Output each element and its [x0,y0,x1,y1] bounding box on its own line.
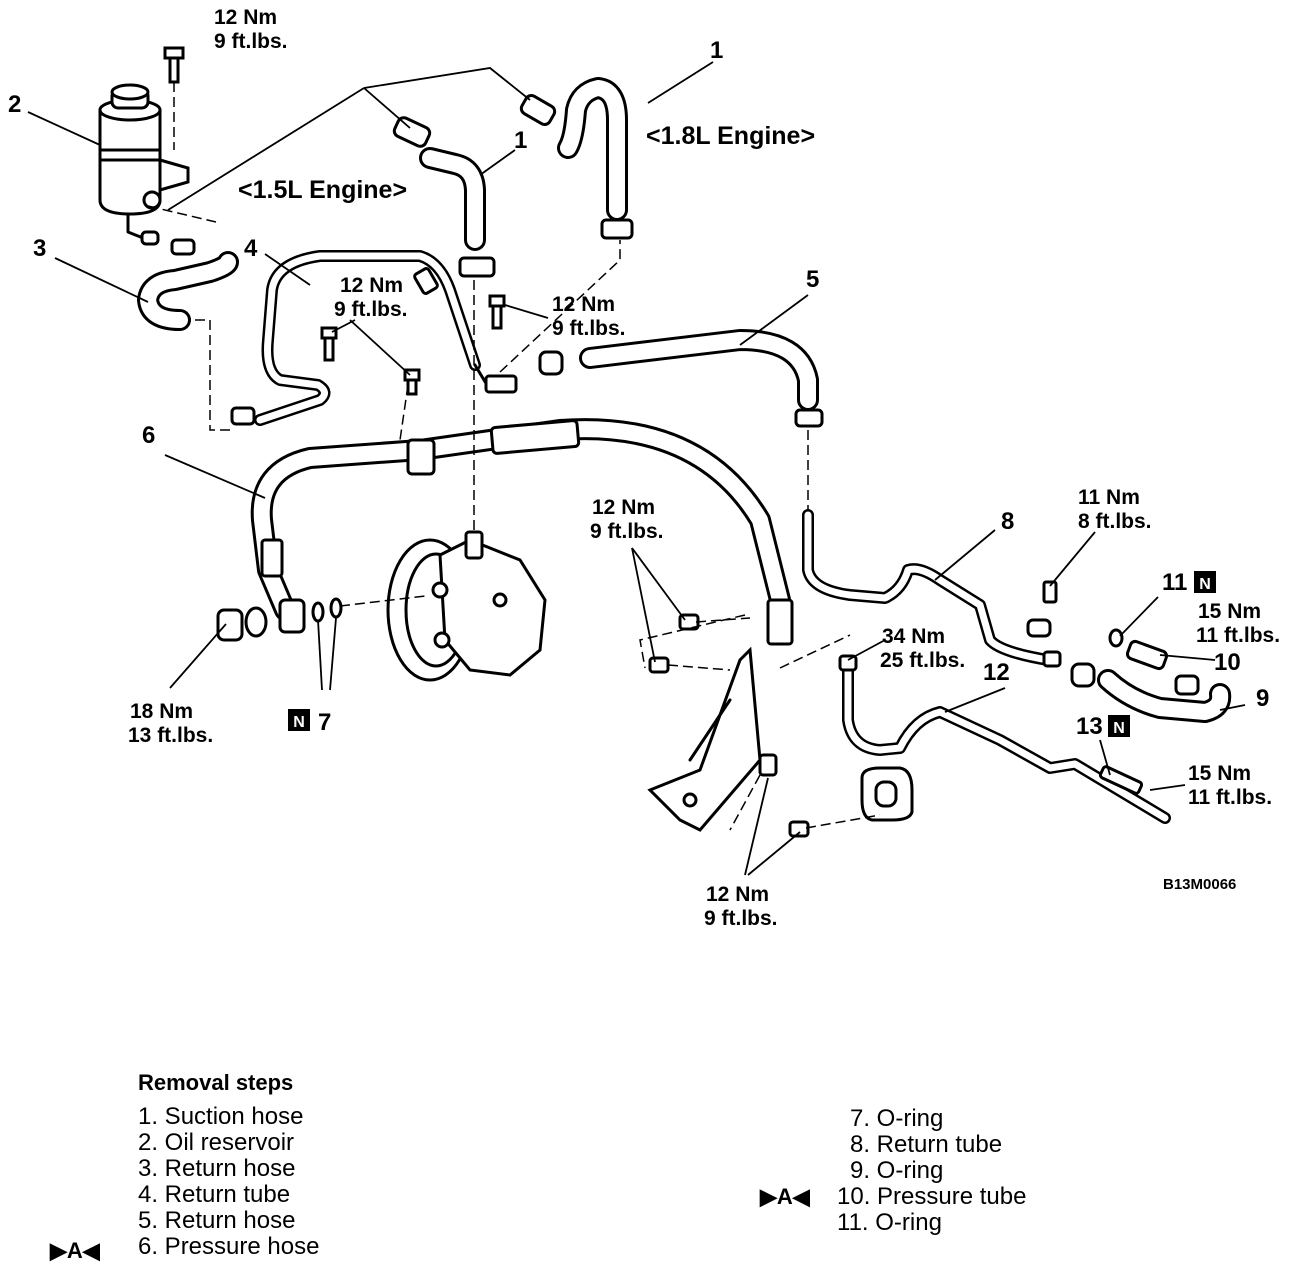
step-4: 4. Return tube [138,1181,291,1208]
torque-hose-bracket-ft: 9 ft.lbs. [590,520,664,543]
suction-hose-18 [519,77,634,240]
step-2: 2. Oil reservoir [138,1129,295,1156]
callout-10: 10 [1214,649,1241,676]
pressure-hose-6 [250,418,794,646]
callout-12: 12 [983,659,1010,686]
o-ring-9 [1070,662,1232,723]
step-11: 11. O-ring [837,1209,942,1236]
torque-bracket-bottom-nm: 12 Nm [706,883,769,906]
step-9: 9. O-ring [850,1157,944,1184]
callout-11: 11 [1162,569,1187,596]
return-hose-5 [538,329,824,428]
step-6-marker: ▶A◀ [50,1238,100,1263]
step-5: 5. Return hose [138,1207,296,1234]
step-7: 7. O-ring [850,1105,944,1132]
return-hose-3 [137,238,239,331]
callout-4: 4 [244,235,258,262]
torque-tube-nm: 12 Nm [552,293,615,316]
figure-code: B13M0066 [1163,876,1236,893]
torque-return-nm: 11 Nm [1078,486,1140,509]
bolt-12nm-a [320,326,338,362]
callout-2: 2 [8,91,21,118]
removal-steps-left: Removal steps 1. Suction hose 2. Oil res… [138,1070,319,1260]
bracket [647,613,810,838]
callout-5: 5 [806,266,819,293]
reservoir-bolt [163,46,185,84]
n-mark-7: N [288,709,310,731]
callout-9: 9 [1256,685,1269,712]
svg-text:N: N [293,714,305,731]
torque-bracket-bottom-ft: 9 ft.lbs. [704,907,778,930]
pressure-tube-10 [1108,628,1200,696]
step-8: 8. Return tube [850,1131,1003,1158]
step-10-marker: ▶A◀ [760,1184,810,1209]
removal-steps-right: 7. O-ring 8. Return tube 9. O-ring 10. P… [837,1105,1026,1236]
svg-text:N: N [1113,720,1125,737]
callout-7: 7 [318,709,331,736]
torque-tube-ft: 9 ft.lbs. [552,317,626,340]
torque-return-ft: 8 ft.lbs. [1078,510,1152,533]
step-1: 1. Suction hose [138,1103,304,1130]
clamp-block [860,766,914,822]
suction-hose-15 [392,116,496,278]
pressure-tube-12 [838,654,1171,824]
torque-clamp-ft: 11 ft.lbs. [1188,786,1272,809]
engine-15-label: <1.5L Engine> [238,176,407,204]
step-6: 6. Pressure hose [138,1233,320,1260]
torque-pressure-nm: 15 Nm [1198,600,1261,623]
callout-1-15: 1 [514,127,527,154]
oil-reservoir [98,83,190,246]
torque-clamp-nm: 15 Nm [1188,762,1251,785]
step-10: 10. Pressure tube [837,1183,1027,1210]
torque-reservoir-ft: 9 ft.lbs. [214,30,288,53]
torque-reservoir-nm: 12 Nm [214,6,277,29]
torque-pressure-ft: 11 ft.lbs. [1196,624,1280,647]
return-tube-8 [802,509,1062,668]
callout-8: 8 [1001,508,1014,535]
torque-bracket-nm: 12 Nm [340,274,403,297]
n-mark-11: N [1194,571,1216,593]
svg-text:N: N [1199,576,1211,593]
removal-steps-title: Removal steps [138,1070,294,1095]
callout-6: 6 [142,422,155,449]
leader-lines [27,61,1246,876]
step-3: 3. Return hose [138,1155,296,1182]
torque-union-nm: 18 Nm [130,700,193,723]
torque-flare-nm: 34 Nm [882,625,945,648]
engine-18-label: <1.8L Engine> [646,122,815,150]
bolt-12nm-b [488,294,506,330]
torque-bracket-ft: 9 ft.lbs. [334,298,408,321]
return-tube-4 [230,250,518,426]
n-mark-13: N [1108,715,1130,737]
callout-3: 3 [33,235,46,262]
torque-union-ft: 13 ft.lbs. [128,724,213,747]
callout-1-18: 1 [710,37,723,64]
torque-flare-ft: 25 ft.lbs. [880,649,965,672]
torque-hose-bracket-nm: 12 Nm [592,496,655,519]
union-bolt [216,606,268,642]
power-steering-pump [386,530,547,682]
o-rings-7 [311,597,343,623]
callout-13: 13 [1076,713,1103,740]
